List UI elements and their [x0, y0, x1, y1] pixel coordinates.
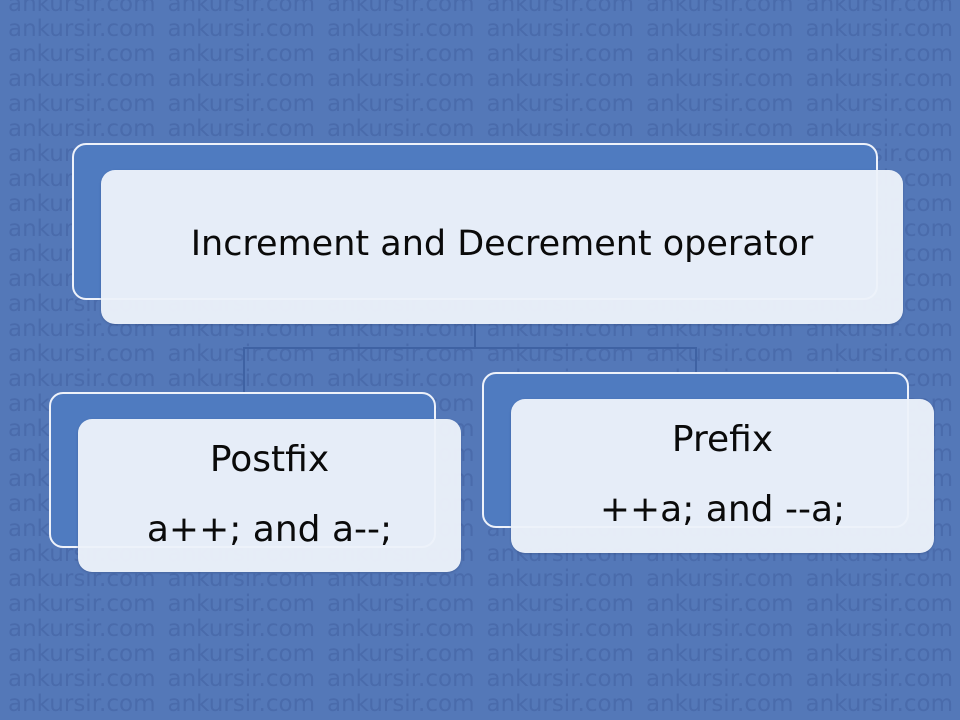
postfix-front-panel: Postfix a++; and a--; — [78, 419, 461, 572]
postfix-example: a++; and a--; — [146, 509, 393, 550]
prefix-title: Prefix — [671, 419, 774, 460]
postfix-title: Postfix — [209, 439, 330, 480]
connector-root-to-postfix — [243, 347, 475, 392]
root-node-label: Increment and Decrement operator — [190, 224, 814, 264]
connector-root-to-prefix — [474, 322, 697, 372]
root-node-front-panel: Increment and Decrement operator — [101, 170, 903, 324]
prefix-front-panel: Prefix ++a; and --a; — [511, 399, 934, 553]
prefix-example: ++a; and --a; — [599, 489, 846, 530]
